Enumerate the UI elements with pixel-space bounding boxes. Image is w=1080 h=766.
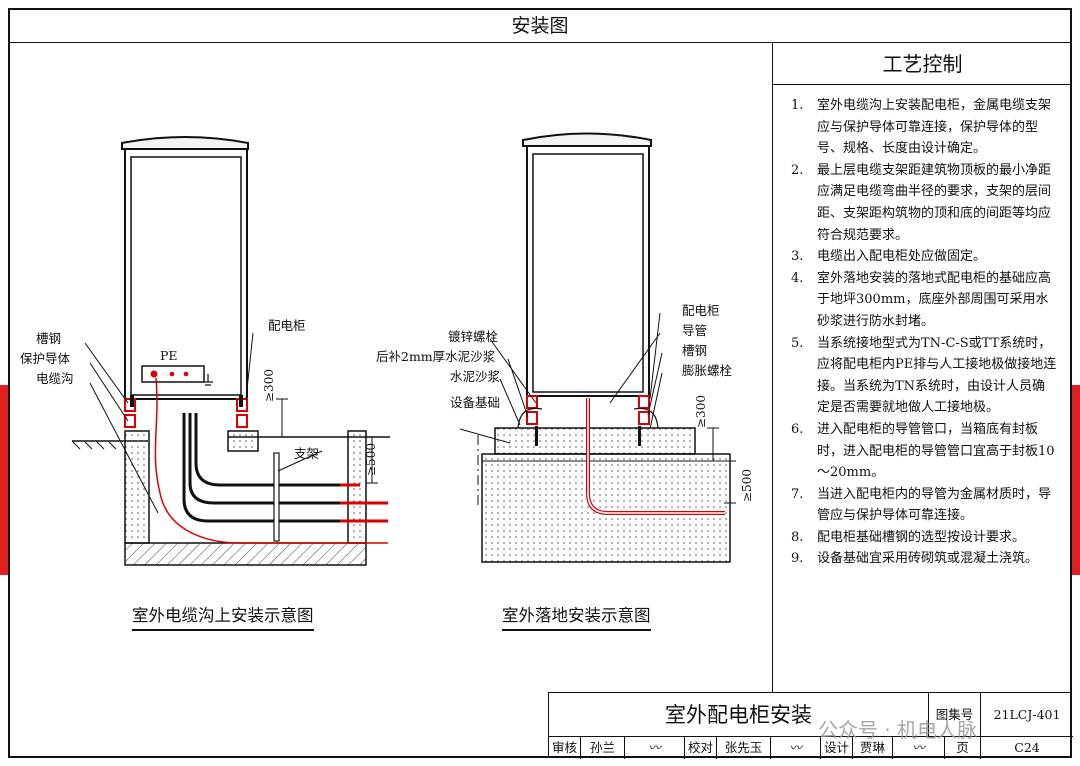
note-item: 1.室外电缆沟上安装配电柜，金属电缆支架应与保护导体可靠连接，保护导体的型号、规… [791,98,1052,157]
left-edge-red-band [0,385,8,575]
note-item: 8.配电柜基础槽钢的选型按设计要求。 [791,529,1026,545]
label-cabinet-right: 配电柜 [682,303,720,318]
drawing-title: 室外配电柜安装 [549,693,929,737]
sheet-header-title: 安装图 [10,10,1070,43]
cabinet-roof [522,132,652,147]
label-channel-steel-right: 槽钢 [682,343,708,358]
label-cement-mortar: 水泥沙浆 [450,369,501,384]
label-bracket: 支架 [294,446,320,461]
design-signature: 〰 [893,737,945,759]
process-control-title: 工艺控制 [773,43,1072,85]
watermark: 公众号 · 机电人脉 [818,718,978,742]
label-cable-trench: 电缆沟 [36,371,74,386]
label-channel-steel: 槽钢 [36,331,62,346]
cabinet-inner [130,156,242,396]
cable-trench-install-diagram [71,136,390,566]
atlas-number: 21LCJ-401 [981,693,1073,737]
checker-name: 张先玉 [717,737,771,759]
check-label: 校对 [685,737,717,759]
note-item: 6.进入配电柜的导管管口，当箱底有封板时，进入配电柜的导管管口宜高于封板10～2… [791,421,1055,481]
dim-300-left: ≥300 [262,369,276,402]
title-block: 室外配电柜安装 图集号 21LCJ-401 审核 孙兰 〰 校对 张先玉 〰 设… [548,692,1073,759]
note-item: 2.最上层电缆支架距建筑物顶板的最小净距应满足电缆弯曲半径的要求，支架的层间距、… [791,162,1052,243]
cabinet-roof [121,136,249,150]
label-post-cement: 后补2mm厚水泥沙浆 [376,349,496,364]
label-conduit: 导管 [682,323,708,338]
right-edge-red-band [1072,385,1080,575]
reviewer-name: 孙兰 [581,737,625,759]
review-signature: 〰 [625,737,685,759]
page-label: 页 [945,737,981,759]
caption-floor-install: 室外落地安装示意图 [502,602,651,631]
check-signature: 〰 [771,737,821,759]
page-number: C24 [1014,740,1040,755]
label-equipment-base: 设备基础 [450,395,501,410]
note-item: 5.当系统接地型式为TN-C-S或TT系统时，应将配电柜内PE排与人工接地极做接… [791,335,1057,416]
label-expansion-bolt: 膨胀螺栓 [682,363,733,378]
label-cabinet-left: 配电柜 [268,318,306,333]
cabinet-body [526,145,650,397]
dim-500-right: ≥500 [740,469,754,502]
note-item: 7.当进入配电柜内的导管为金属材质时，导管应与保护导体可靠连接。 [791,486,1052,524]
process-control-notes: 1.室外电缆沟上安装配电柜，金属电缆支架应与保护导体可靠连接，保护导体的型号、规… [773,85,1072,570]
note-item: 9.设备基础宜采用砖砌筑或混凝土浇筑。 [791,551,1039,567]
note-item: 3.电缆出入配电柜处应做固定。 [791,249,987,265]
caption-cable-trench: 室外电缆沟上安装示意图 [132,602,314,631]
label-protective-conductor: 保护导体 [20,351,71,366]
atlas-label: 图集号 [929,693,981,737]
floor-install-diagram [459,132,736,563]
label-pe: PE [160,348,178,363]
label-galvanized-bolt: 镀锌螺栓 [448,329,499,344]
design-label: 设计 [821,737,853,759]
drawing-frame: 安装图 [8,8,1073,759]
cabinet-inner [532,153,644,393]
note-item: 4.室外落地安装的落地式配电柜的基础应高于地坪300mm，底座外部周围可采用水砂… [791,270,1052,329]
equipment-base [494,427,696,455]
review-label: 审核 [549,737,581,759]
cabinet-body [124,148,248,400]
dim-300-right: ≥300 [694,395,708,428]
dim-500-left: ≥500 [364,443,378,476]
designer-name: 贾琳 [853,737,893,759]
process-control-panel: 工艺控制 1.室外电缆沟上安装配电柜，金属电缆支架应与保护导体可靠连接，保护导体… [772,43,1072,693]
